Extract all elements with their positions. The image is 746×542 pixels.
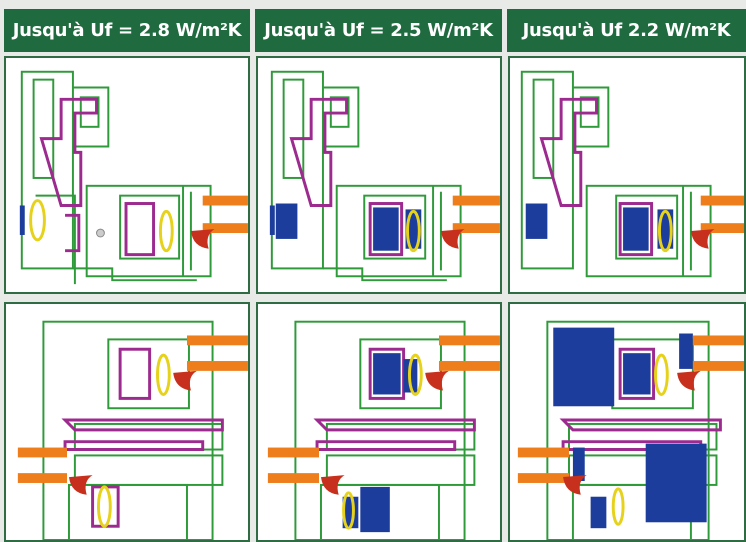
- window-profile-cross-section-icon: [17, 320, 248, 540]
- column-header-2-label: Jusqu'à Uf = 2.5 W/m²K: [264, 20, 493, 41]
- column-header-3: Jusqu'à Uf 2.2 W/m²K: [507, 9, 746, 52]
- window-profile-cross-section-icon: [269, 70, 500, 282]
- panel-top-uf-2-5: [256, 56, 502, 294]
- panel-top-uf-2-8: [4, 56, 250, 294]
- window-profile-cross-section-icon: [267, 320, 500, 540]
- window-profile-cross-section-icon: [520, 70, 744, 278]
- column-header-3-label: Jusqu'à Uf 2.2 W/m²K: [522, 20, 731, 41]
- panel-bottom-uf-2-5: [256, 302, 502, 542]
- window-profile-cross-section-icon: [517, 320, 744, 540]
- panel-top-uf-2-2: [508, 56, 746, 294]
- column-header-1: Jusqu'à Uf = 2.8 W/m²K: [4, 9, 250, 52]
- panel-bottom-uf-2-2: [508, 302, 746, 542]
- panel-bottom-uf-2-8: [4, 302, 250, 542]
- window-profile-cross-section-icon: [19, 70, 248, 285]
- column-header-1-label: Jusqu'à Uf = 2.8 W/m²K: [12, 20, 242, 41]
- column-header-2: Jusqu'à Uf = 2.5 W/m²K: [255, 9, 502, 52]
